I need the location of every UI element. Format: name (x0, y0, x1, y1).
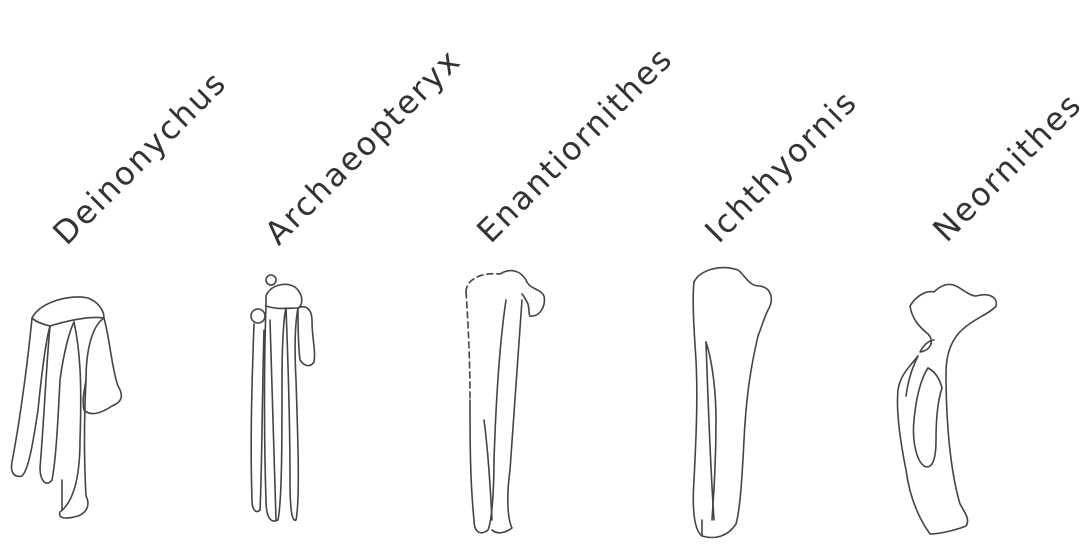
bone-deinonychus (11, 297, 121, 518)
bone-enantiornithes (466, 271, 544, 533)
bone-archaeopteryx (251, 275, 315, 521)
bone-ichthyornis (693, 268, 771, 538)
bone-neornithes (897, 284, 996, 534)
